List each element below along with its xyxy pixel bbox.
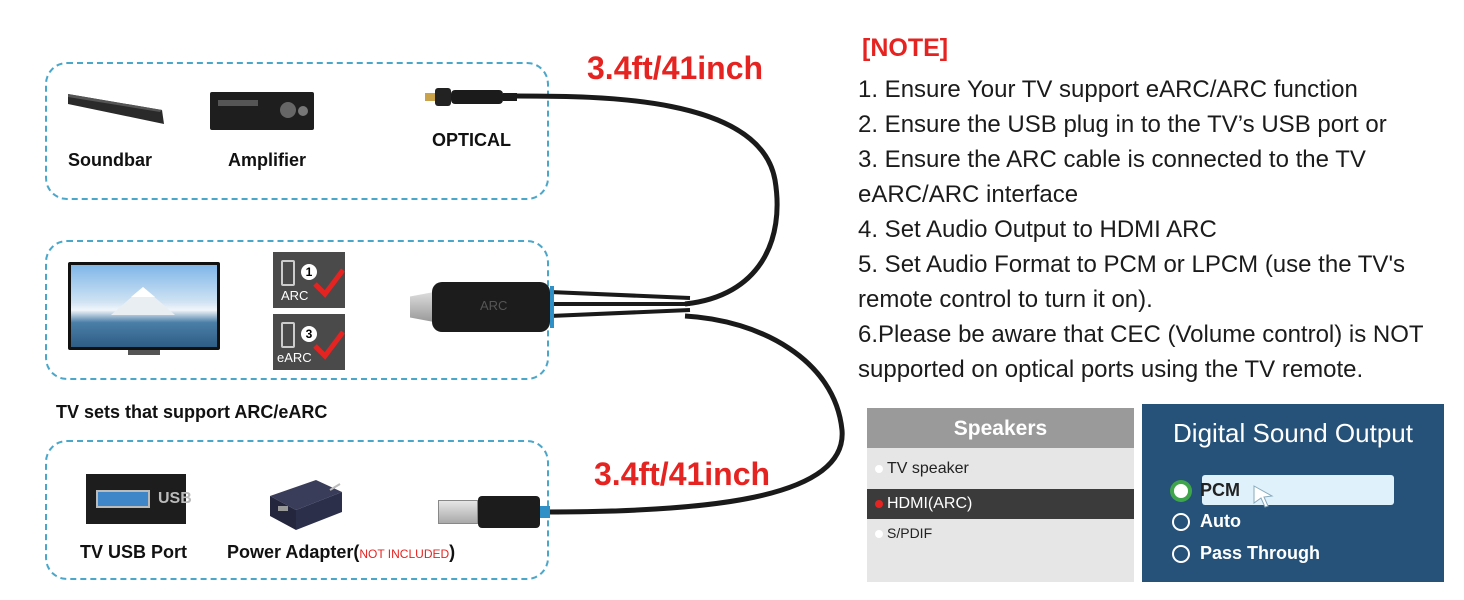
arc-cable-text: ARC xyxy=(480,298,508,313)
radio-icon xyxy=(1172,545,1190,564)
note-line-6: 5. Set Audio Format to PCM or LPCM (use … xyxy=(858,251,1406,278)
adapter-label-close: ) xyxy=(449,542,456,562)
speakers-title: Speakers xyxy=(867,408,1134,448)
soundbar-label: Soundbar xyxy=(68,150,152,170)
note-line-4: eARC/ARC interface xyxy=(858,181,1079,208)
sound-option-pass-through[interactable]: Pass Through xyxy=(1172,539,1320,567)
adapter-not-included: NOT INCLUDED xyxy=(359,547,450,561)
note-line-9: supported on optical ports using the TV … xyxy=(858,356,1364,383)
arc-port-icon: 1 ARC xyxy=(273,252,345,308)
digital-sound-output-title: Digital Sound Output xyxy=(1173,418,1413,448)
speaker-option-hdmi-arc[interactable]: HDMI(ARC) xyxy=(867,489,1134,519)
amplifier-image xyxy=(210,92,314,130)
note-line-2: 2. Ensure the USB plug in to the TV’s US… xyxy=(858,111,1387,138)
tv-image xyxy=(68,262,220,356)
power-adapter-label: Power Adapter(NOT INCLUDED) xyxy=(227,542,455,563)
sound-option-auto[interactable]: Auto xyxy=(1172,507,1241,535)
cable-length-top: 3.4ft/41inch xyxy=(587,50,764,86)
speakers-panel: Speakers TV speaker HDMI(ARC) S/PDIF xyxy=(867,408,1134,582)
optical-cable xyxy=(514,93,780,307)
note-line-1: 1. Ensure Your TV support eARC/ARC funct… xyxy=(858,76,1358,103)
option-dot-icon xyxy=(875,464,883,473)
usb-port-text: USB xyxy=(158,490,192,507)
sound-option-label: Pass Through xyxy=(1200,543,1321,563)
radio-selected-icon xyxy=(1172,482,1190,501)
usb-cable xyxy=(544,313,845,515)
cable-diagram xyxy=(514,93,845,515)
cursor-icon xyxy=(1253,485,1274,508)
note-line-7: remote control to turn it on). xyxy=(858,286,1153,313)
speaker-option-label: TV speaker xyxy=(887,460,969,477)
optical-plug xyxy=(425,86,517,108)
adapter-label-text: Power Adapter( xyxy=(227,542,360,562)
note-line-5: 4. Set Audio Output to HDMI ARC xyxy=(858,216,1217,243)
option-dot-icon xyxy=(875,530,883,539)
tv-caption: TV sets that support ARC/eARC xyxy=(56,402,328,422)
earc-port-icon: 3 eARC xyxy=(273,314,345,370)
selected-dot-icon xyxy=(875,499,883,508)
devices-box xyxy=(45,62,549,200)
note-line-3: 3. Ensure the ARC cable is connected to … xyxy=(858,146,1366,173)
sound-option-pcm[interactable]: PCM xyxy=(1172,476,1240,504)
speaker-option-tv[interactable]: TV speaker xyxy=(867,454,1134,484)
speaker-option-label: HDMI(ARC) xyxy=(887,495,973,512)
sound-option-label: PCM xyxy=(1200,480,1240,500)
digital-sound-output-panel: Digital Sound Output PCM Auto Pass Throu… xyxy=(1142,404,1444,582)
sound-option-label: Auto xyxy=(1200,511,1241,531)
earc-port-label: eARC xyxy=(277,350,312,365)
hdmi-connector: ARC xyxy=(410,282,554,332)
note-line-8: 6.Please be aware that CEC (Volume contr… xyxy=(858,321,1424,348)
note-title: [NOTE] xyxy=(862,34,949,62)
arc-port-label: ARC xyxy=(281,288,309,303)
soundbar-image xyxy=(66,88,166,128)
optical-label: OPTICAL xyxy=(432,130,511,150)
power-adapter-image xyxy=(266,472,348,532)
earc-port-number: 3 xyxy=(301,326,317,342)
radio-icon xyxy=(1172,513,1190,532)
tv-usb-port-label: TV USB Port xyxy=(80,542,188,562)
usb-plug xyxy=(438,494,550,530)
amplifier-label: Amplifier xyxy=(228,150,307,170)
speaker-option-spdif[interactable]: S/PDIF xyxy=(867,518,1134,548)
tv-usb-port-image: USB xyxy=(86,474,192,524)
cable-length-bottom: 3.4ft/41inch xyxy=(594,456,771,492)
arc-port-number: 1 xyxy=(301,264,317,280)
speaker-option-label: S/PDIF xyxy=(887,525,933,541)
pcm-highlight xyxy=(1202,475,1394,505)
